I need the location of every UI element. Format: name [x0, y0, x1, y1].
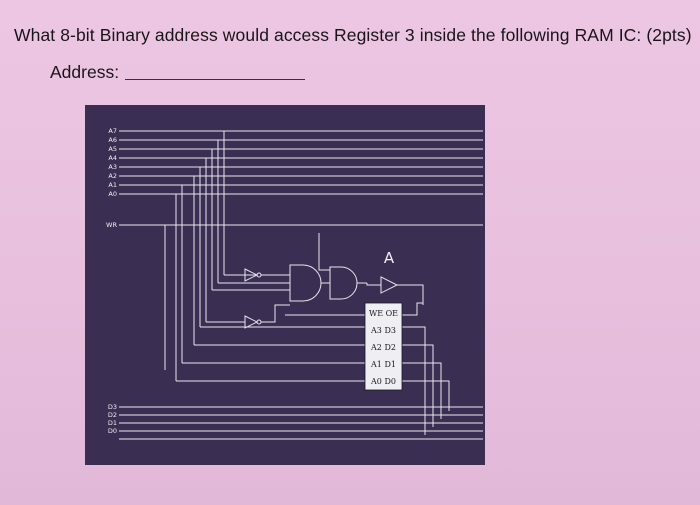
pin-label-a1: A1: [108, 181, 117, 189]
question-text: What 8-bit Binary address would access R…: [14, 25, 692, 45]
pin-label-a4: A4: [108, 154, 117, 162]
pin-label-a6: A6: [108, 136, 117, 144]
circuit-svg: A7 A6 A5 A4 A3 A2 A1 A0 WR D3 D2 D1 D0: [85, 105, 485, 465]
pin-label-d1: D1: [108, 419, 117, 427]
address-answer-blank[interactable]: [125, 79, 306, 80]
chip-row-a1-d1: A1 D1: [370, 360, 396, 369]
pin-label-wr: WR: [106, 221, 117, 229]
chip-row-a2-d2: A2 D2: [370, 343, 396, 352]
circuit-wires: [119, 130, 483, 440]
ram-ic-diagram: A7 A6 A5 A4 A3 A2 A1 A0 WR D3 D2 D1 D0: [85, 105, 485, 465]
chip-row-a3-d3: A3 D3: [370, 326, 396, 335]
pin-label-d0: D0: [108, 427, 117, 435]
pin-label-a2: A2: [108, 172, 117, 180]
address-answer-row: Address:: [50, 62, 306, 83]
chip-row-we-oe: WE OE: [369, 309, 398, 318]
pin-label-d3: D3: [108, 403, 117, 411]
pin-label-d2: D2: [108, 411, 117, 419]
chip-row-a0-d0: A0 D0: [370, 377, 396, 386]
address-label: Address:: [50, 62, 120, 82]
pin-label-a7: A7: [108, 127, 117, 135]
chip-select-label: A: [384, 249, 395, 267]
pin-label-a3: A3: [108, 163, 117, 171]
pin-label-a5: A5: [108, 145, 117, 153]
ram-chip: WE OE A3 D3 A2 D2 A1 D1 A0 D0: [364, 302, 403, 391]
pin-label-a0: A0: [108, 190, 117, 198]
